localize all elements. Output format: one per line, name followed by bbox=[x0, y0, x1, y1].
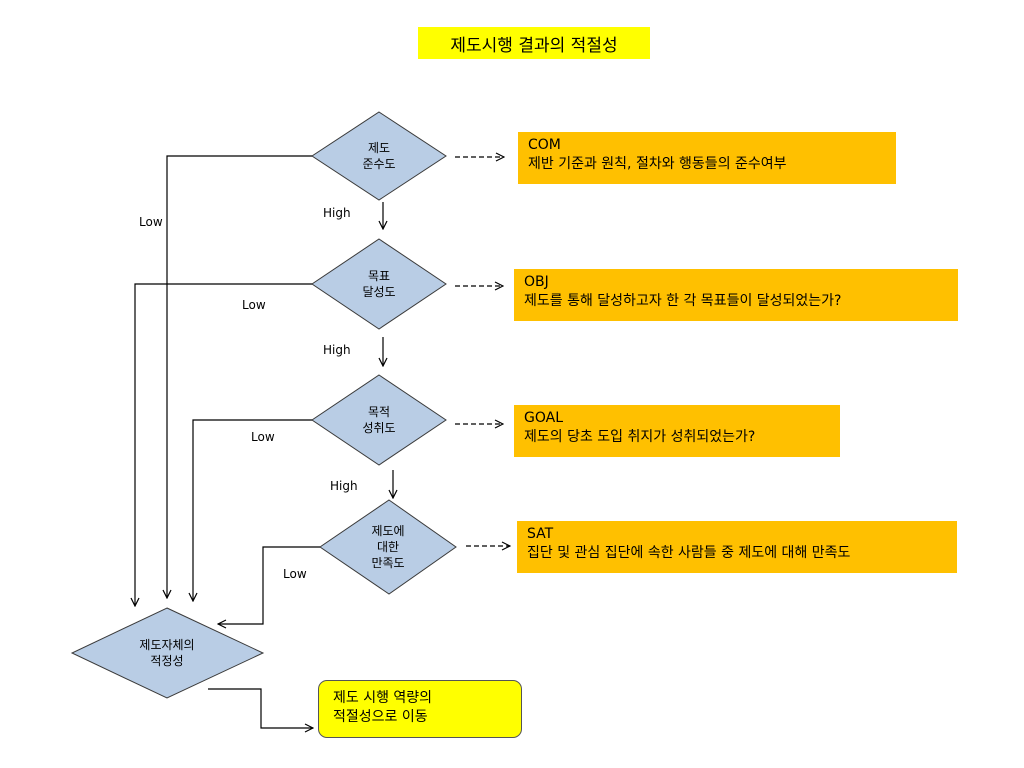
info-box-com-desc: 제반 기준과 원칙, 절차와 행동들의 준수여부 bbox=[528, 156, 787, 172]
info-box-obj: OBJ 제도를 통해 달성하고자 한 각 목표들이 달성되었는가? bbox=[514, 269, 958, 321]
diamond-objective-label: 목표 달성도 bbox=[362, 268, 395, 300]
low-line-4 bbox=[218, 546, 320, 624]
low-line-3 bbox=[193, 419, 312, 601]
final-destination-box: 제도 시행 역량의 적절성으로 이동 bbox=[318, 680, 522, 738]
diamond-compliance-line2: 준수도 bbox=[362, 157, 396, 171]
diamond-purpose bbox=[311, 374, 447, 466]
diamond-purpose-label: 목적 성취도 bbox=[362, 404, 395, 436]
info-box-com-code: COM bbox=[528, 137, 561, 153]
info-box-sat: SAT 집단 및 관심 집단에 속한 사람들 중 제도에 대해 만족도 bbox=[517, 521, 957, 573]
low-line-1 bbox=[167, 155, 312, 598]
info-box-goal-code: GOAL bbox=[524, 410, 563, 426]
diamond-final-line1: 제도자체의 bbox=[139, 638, 195, 652]
diamond-satisfaction-label: 제도에 대한 만족도 bbox=[371, 523, 404, 571]
diamond-satisfaction-line3: 만족도 bbox=[371, 556, 405, 570]
edge-label-high-3: High bbox=[330, 479, 358, 493]
diamond-final-label: 제도자체의 적정성 bbox=[139, 637, 194, 669]
diamond-objective-line2: 달성도 bbox=[362, 285, 396, 299]
final-destination-line2: 적절성으로 이동 bbox=[333, 709, 428, 725]
info-box-sat-code: SAT bbox=[527, 526, 554, 542]
diamond-compliance-line1: 제도 bbox=[367, 141, 391, 155]
info-box-obj-desc: 제도를 통해 달성하고자 한 각 목표들이 달성되었는가? bbox=[524, 293, 842, 309]
diamond-purpose-line1: 목적 bbox=[367, 405, 391, 419]
diamond-satisfaction bbox=[319, 499, 457, 595]
edge-label-low-1: Low bbox=[139, 215, 163, 229]
final-destination-line1: 제도 시행 역량의 bbox=[333, 690, 433, 706]
edge-label-low-4: Low bbox=[283, 567, 307, 581]
edge-label-low-3: Low bbox=[251, 430, 275, 444]
diamond-compliance-label: 제도 준수도 bbox=[362, 140, 395, 172]
diamond-satisfaction-line1: 제도에 bbox=[371, 524, 405, 538]
edge-label-low-2: Low bbox=[242, 298, 266, 312]
low-line-2 bbox=[135, 283, 312, 606]
diamond-objective bbox=[311, 238, 447, 330]
edge-label-high-1: High bbox=[323, 206, 351, 220]
diamond-final-line2: 적정성 bbox=[150, 654, 184, 668]
info-box-obj-code: OBJ bbox=[524, 274, 549, 290]
info-box-goal-desc: 제도의 당초 도입 취지가 성취되었는가? bbox=[524, 429, 756, 445]
page-title: 제도시행 결과의 적절성 bbox=[418, 27, 650, 59]
diamond-compliance bbox=[311, 111, 447, 201]
info-box-goal: GOAL 제도의 당초 도입 취지가 성취되었는가? bbox=[514, 405, 840, 457]
info-box-sat-desc: 집단 및 관심 집단에 속한 사람들 중 제도에 대해 만족도 bbox=[527, 545, 851, 561]
diamond-objective-line1: 목표 bbox=[367, 269, 391, 283]
edge-label-high-2: High bbox=[323, 343, 351, 357]
diamond-satisfaction-line2: 대한 bbox=[376, 540, 400, 554]
final-arrow bbox=[208, 688, 313, 728]
info-box-com: COM 제반 기준과 원칙, 절차와 행동들의 준수여부 bbox=[518, 132, 896, 184]
diamond-purpose-line2: 성취도 bbox=[362, 421, 396, 435]
diamond-final bbox=[70, 607, 265, 699]
